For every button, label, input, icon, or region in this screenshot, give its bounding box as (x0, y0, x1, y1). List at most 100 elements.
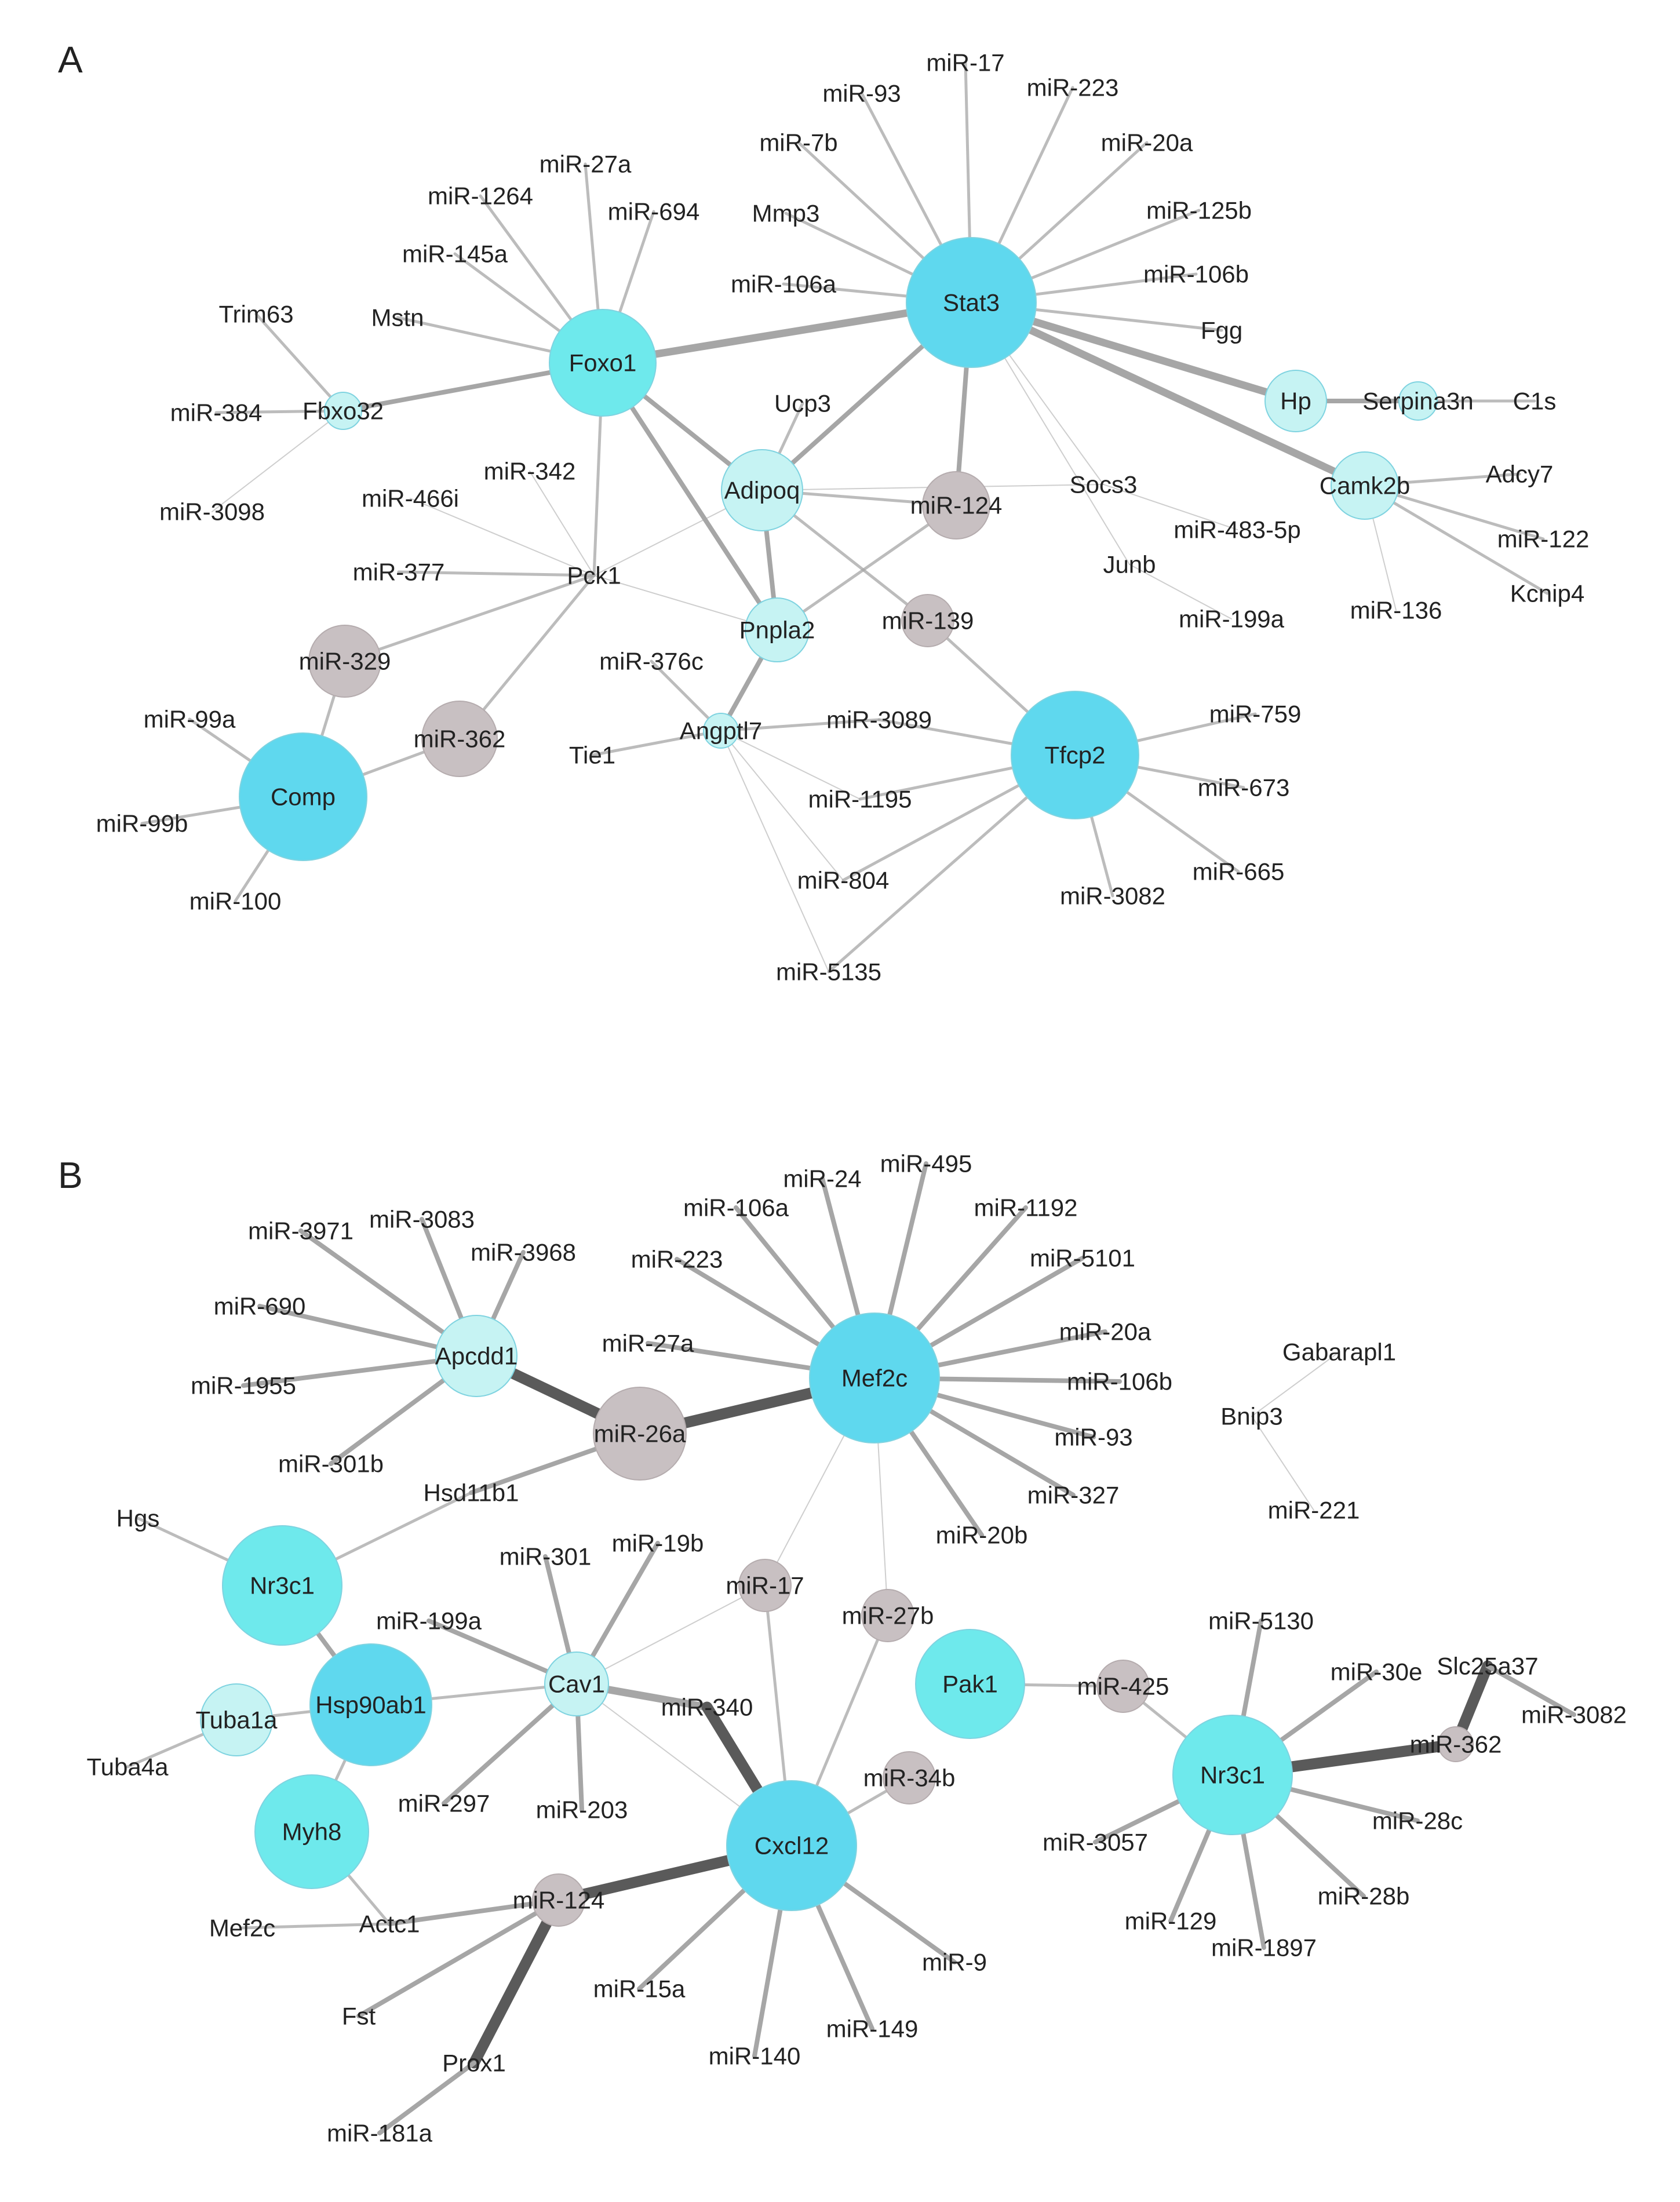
node-circle-mir27b (861, 1589, 914, 1642)
panel-b-label: B (58, 1154, 83, 1196)
node-mir466i: miR-466i (362, 485, 459, 512)
node-label-mir93b: miR-93 (1054, 1424, 1132, 1451)
edge-stat3-camk2b (967, 298, 1369, 490)
node-label-adcy7: Adcy7 (1486, 461, 1554, 488)
node-mir3082b: miR-3082 (1521, 1701, 1627, 1729)
node-camk2b: Camk2b (1320, 451, 1410, 520)
node-mir27b: miR-27b (842, 1589, 934, 1642)
node-pck1: Pck1 (567, 562, 621, 589)
node-mir665: miR-665 (1193, 858, 1285, 885)
node-mir673: miR-673 (1198, 774, 1290, 801)
edge-actc1-mir124b (387, 1898, 561, 1926)
node-label-nr3c1b: Nr3c1 (1200, 1762, 1265, 1789)
edge-fbxo32-trim63 (254, 312, 345, 413)
node-label-mir27aa: miR-27a (540, 151, 632, 178)
node-bnip3: Bnip3 (1220, 1403, 1282, 1430)
node-mir9: miR-9 (922, 1949, 987, 1976)
node-mir3057: miR-3057 (1043, 1829, 1148, 1856)
node-label-prox1: Prox1 (442, 2050, 506, 2077)
node-label-mir20ab: miR-20a (1059, 1318, 1151, 1346)
edge-cav1-mir17b (576, 1585, 766, 1685)
node-circle-mir124b (532, 1873, 585, 1927)
node-label-mir377: miR-377 (353, 559, 445, 586)
node-label-mir3968: miR-3968 (471, 1239, 576, 1266)
node-mir34b: miR-34b (863, 1751, 955, 1804)
node-mir3968: miR-3968 (471, 1239, 576, 1266)
node-tie1: Tie1 (569, 742, 615, 769)
node-label-hp: Hp (1280, 388, 1311, 415)
node-mir20ab: miR-20a (1059, 1318, 1151, 1346)
node-circle-mir329 (308, 625, 381, 698)
node-mir694: miR-694 (608, 198, 700, 225)
node-mir297: miR-297 (398, 1790, 490, 1817)
node-label-mir301: miR-301 (500, 1543, 592, 1570)
node-label-tfcp2: Tfcp2 (1044, 742, 1105, 769)
node-label-hsd11b1: Hsd11b1 (423, 1479, 519, 1507)
node-label-serpina3n: Serpina3n (1362, 388, 1473, 415)
node-label-actc1: Actc1 (359, 1911, 420, 1938)
node-mir181a: miR-181a (327, 2120, 433, 2147)
node-mir804: miR-804 (797, 867, 890, 894)
edge-angptl7-mir804 (720, 730, 844, 881)
panel-a-label: A (58, 39, 83, 81)
node-label-mir140: miR-140 (709, 2043, 801, 2070)
node-label-ucp3: Ucp3 (774, 390, 831, 417)
node-mir5130: miR-5130 (1208, 1607, 1314, 1635)
node-label-mir3083: miR-3083 (369, 1206, 475, 1233)
node-circle-nr3c1b (1172, 1715, 1293, 1835)
node-circle-mir139 (901, 594, 954, 647)
node-mir17b: miR-17 (726, 1559, 804, 1612)
node-trim63: Trim63 (218, 301, 293, 328)
edge-pck1-mir377 (397, 570, 596, 577)
node-cav1: Cav1 (544, 1652, 609, 1716)
node-mir384: miR-384 (170, 399, 263, 426)
node-label-mir223a: miR-223 (1027, 74, 1119, 101)
node-serpina3n: Serpina3n (1362, 381, 1474, 421)
node-mir27aa: miR-27a (540, 151, 632, 178)
node-circle-foxo1 (549, 309, 657, 417)
node-angptl7: Angptl7 (680, 713, 762, 749)
node-label-mir425: miR-425 (1077, 1673, 1169, 1700)
node-mmp3: Mmp3 (752, 200, 820, 227)
node-mir99b: miR-99b (96, 810, 188, 837)
node-mir7b: miR-7b (759, 129, 837, 156)
node-label-mmp3: Mmp3 (752, 200, 820, 227)
node-mir106ab: miR-106a (683, 1194, 789, 1222)
node-mir28c: miR-28c (1372, 1807, 1463, 1835)
node-label-cav1: Cav1 (548, 1671, 605, 1698)
edge-angptl7-mir3089 (719, 718, 881, 732)
node-mir5135: miR-5135 (776, 958, 881, 986)
node-label-mir329: miR-329 (299, 648, 391, 675)
node-label-pnpla2: Pnpla2 (739, 617, 815, 644)
node-label-slc25a37: Slc25a37 (1437, 1653, 1538, 1680)
node-label-trim63: Trim63 (218, 301, 293, 328)
node-label-mir122: miR-122 (1497, 526, 1590, 553)
node-c1s: C1s (1513, 388, 1557, 415)
node-mir1955: miR-1955 (191, 1372, 296, 1399)
node-label-hsp90ab1: Hsp90ab1 (315, 1691, 426, 1719)
node-label-mir297: miR-297 (398, 1790, 490, 1817)
node-mir362a: miR-362 (414, 701, 505, 777)
node-circle-tuba1a (200, 1683, 273, 1756)
node-label-mir106bb: miR-106b (1067, 1368, 1172, 1395)
node-label-c1s: C1s (1513, 388, 1557, 415)
node-label-mir384: miR-384 (170, 399, 263, 426)
node-label-mir15a: miR-15a (593, 1975, 686, 2003)
node-label-mir27ab: miR-27a (602, 1330, 694, 1357)
node-socs3: Socs3 (1070, 471, 1138, 498)
node-hsd11b1: Hsd11b1 (423, 1479, 519, 1507)
node-label-mir26a: miR-26a (594, 1420, 686, 1448)
node-gabarapl1: Gabarapl1 (1282, 1339, 1396, 1366)
node-nr3c1a: Nr3c1 (222, 1525, 342, 1646)
node-apcdd1: Apcdd1 (435, 1315, 518, 1397)
node-circle-stat3 (906, 237, 1037, 368)
node-slc25a37: Slc25a37 (1437, 1653, 1538, 1680)
node-label-mir5130: miR-5130 (1208, 1607, 1314, 1635)
node-label-mir28b: miR-28b (1318, 1883, 1410, 1910)
node-mir124b: miR-124 (513, 1873, 604, 1927)
node-label-mir327: miR-327 (1027, 1482, 1120, 1509)
node-foxo1: Foxo1 (549, 309, 657, 417)
node-label-mir665: miR-665 (1193, 858, 1285, 885)
node-mir3083: miR-3083 (369, 1206, 475, 1233)
node-label-mir100: miR-100 (189, 888, 282, 915)
